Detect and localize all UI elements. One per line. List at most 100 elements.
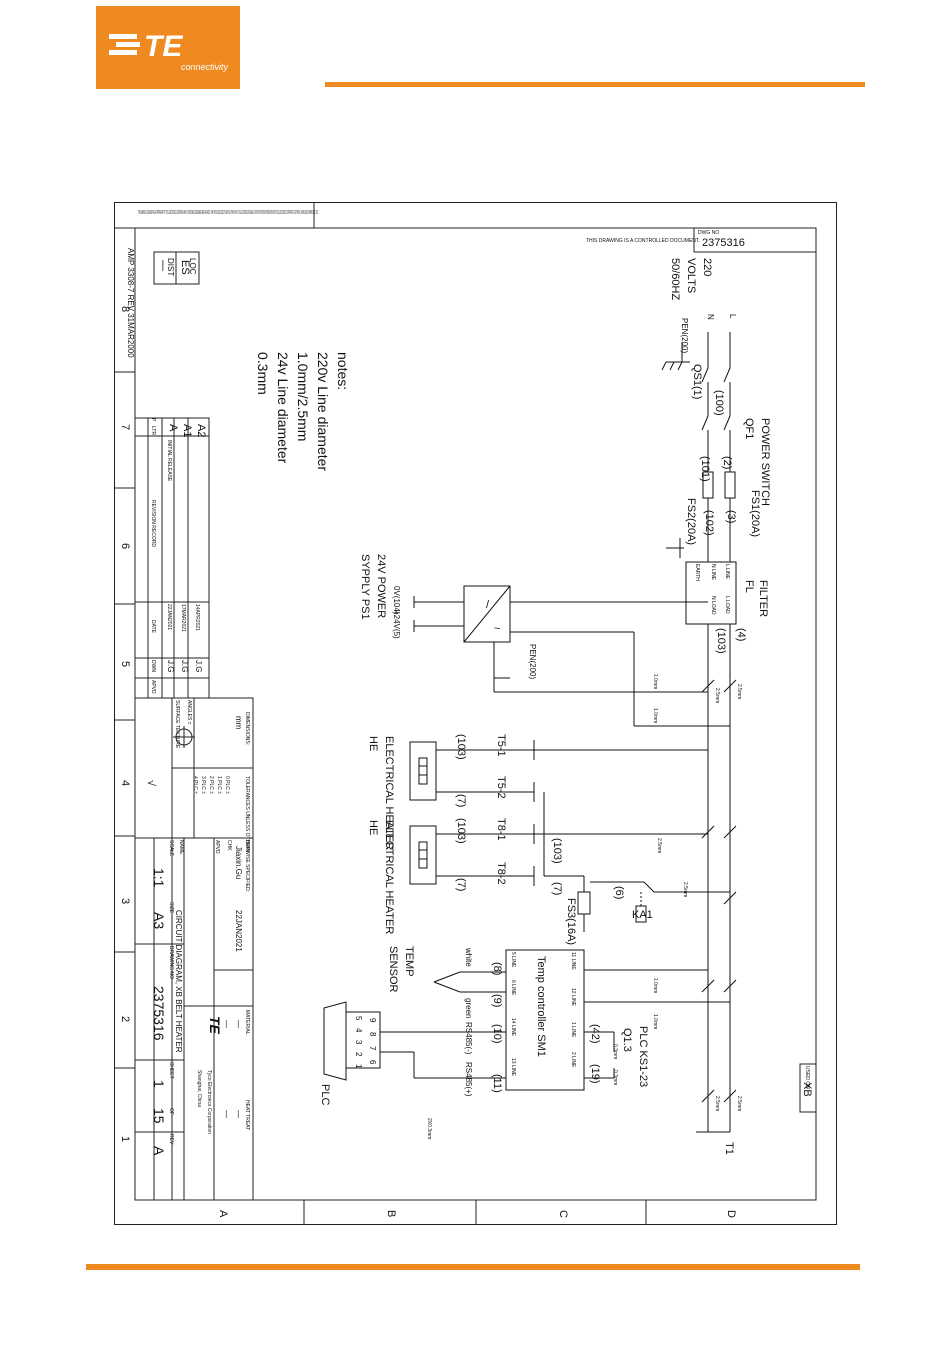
sensor-green: green [464,998,473,1018]
te-logo-mark: TE [109,30,183,63]
tb-rev-label: REV [168,1134,174,1145]
pin-9: 9 [368,1018,377,1023]
revision-record: A2 A1 A P LTR INITIAL RELEASE REVISION R… [134,417,210,699]
wire-1-0-b: 1.0mm [652,708,658,723]
wire-0-3-a: 0.3mm [612,1044,618,1059]
filter-title: FILTER [757,580,769,617]
rev-row-2-ltr: A1 [181,424,193,437]
wire-1-0-c: 1.0mm [652,978,658,993]
tol-2-plc: 2 PLC ± [208,776,214,794]
heater-he-1: ELECTRICAL HEATER HE T5-1 T5-2 (103) (7) [367,734,708,850]
rs485-minus: RS485(-) [464,1022,473,1055]
w8-label: (8) [491,962,503,975]
tb-material: — [234,1020,243,1028]
grid-col-5: 5 [119,661,131,667]
tb-dwn-date: 22JAN2021 [234,910,243,952]
rev-header-dwn: DWN [150,660,156,672]
ps1-name: SYPPLY PS1 [359,554,371,620]
voltage-unit: VOLTS [685,258,697,293]
temp-controller-title: Temp controller SM1 [535,956,547,1057]
title-block: DWN Jiaxin.Gu 22JAN2021 CHK APVD MATERIA… [134,837,254,1201]
tb-logo: TE [207,1016,223,1035]
t8-1-label: T8-1 [495,818,507,841]
term-13: 13 LINE [510,1058,516,1077]
wire-2-5-c: 2.5mm [656,838,662,853]
notes-line-2: 1.0mm/2.5mm [295,352,311,441]
rev-row-2-date: 17MAR2021 [180,604,186,632]
rev-header-date: DATE [150,620,156,634]
term-12: 12 LINE [570,988,576,1007]
fuse-fs2 [702,471,714,499]
heater-bridge-w7: (7) [551,882,563,895]
tb-size-label: SIZE [168,902,174,914]
wire-1-0-a: 1.0mm [652,674,658,689]
frequency: 50/60HZ [669,258,681,300]
plc-name: PLC [319,1084,331,1105]
te-logo: TE connectivity [96,6,240,89]
qs1-label: QS1(1) [691,364,703,399]
t5-2-label: T5-2 [495,776,507,799]
rev-header-p: P [150,418,156,422]
temp-controller-sm1: Temp controller SM1 11 LINE 12 LINE 5 LI… [387,946,730,1139]
rev-header-ltr: LTR [150,426,156,435]
form-number: AMP 3308-7 REV 31MAR2000 [126,248,135,358]
sensor-white: white [464,947,473,967]
fs1-label: FS1(20A) [749,490,761,537]
rev-row-3-date: 22JAN2021 [166,604,172,630]
w19-label: (19) [589,1064,601,1084]
rev-row-1-date: 14APR2021 [194,604,200,631]
tb-sheet-label: SHEET [168,1062,174,1079]
notes-line-1: 220v Line diameter [315,352,331,471]
used-on-box [799,1063,817,1113]
term-5: 5 LINE [510,952,516,968]
rev-header-apvd: APVD [150,680,156,694]
dist-label: DIST [166,258,175,276]
term-11: 11 LINE [570,952,576,970]
wire-2x0-3: 2X0.3mm [426,1118,432,1139]
w102-label: (102) [703,510,715,536]
pin-2: 2 [354,1052,363,1057]
rev-row-2-dwn: J.G [180,660,189,672]
wire-1-0-d: 1.0mm [652,1014,658,1029]
pin-8: 8 [368,1032,377,1037]
tb-dwn: Jiaxin.Gu [234,846,243,879]
filter-l-load: L LOAD [724,596,730,614]
w2-label: (2) [721,456,733,469]
w9-label: (9) [491,994,503,1007]
tol-0-plc: 0 PLC ± [224,776,230,794]
rev-row-3-ltr: A [167,424,179,432]
w10-label: (10) [491,1024,503,1044]
heater-2-w103: (103) [455,818,467,844]
wire-0-3-b: 0.3mm [612,1070,618,1085]
tb-apvd-label: APVD [214,840,220,854]
w6-label: (6) [613,886,625,899]
tolerance-title: TOLERANCES UNLESS OTHERWISE SPECIFIED: [244,776,250,892]
wire-2-5-f: 2.5mm [714,1096,720,1111]
heater-2-name: HE [367,820,379,835]
rev-row-1-dwn: J.G [194,660,203,672]
w4-label: (4) [735,628,747,641]
voltage-value: 220 [701,258,713,276]
line-l: L [728,314,737,319]
line-n: N [706,314,715,320]
tol-1-plc: 1 PLC ± [216,776,222,794]
tb-drawing-no-label: DRAWING NO [168,946,174,979]
power-input: 220 VOLTS 50/60HZ L N PEN(200) QS1(1) (1… [661,258,771,562]
tolerance-block: DIMENSIONS: mm TOLERANCES UNLESS OTHERWI… [134,697,254,892]
tol-4-plc: 4 PLC ± [192,776,198,794]
term-14: 14 LINE [510,1018,516,1037]
fuse-fs1 [724,471,736,499]
filter-box [685,561,737,625]
tb-dwn-label: DWN [244,840,250,852]
logo-subtitle: connectivity [180,62,228,72]
ps1-dc-mark: / [486,599,490,611]
tb-scale-label: SCALE [168,840,174,857]
grid-col-7: 7 [119,424,131,430]
ps1-box [463,585,511,643]
temp-controller-box [505,949,585,1091]
notes-line-3: 24v Line diameter [275,352,291,464]
rev-row-1-ltr: A2 [195,424,207,437]
tb-rev: A [151,1146,167,1156]
controlled-notice: THIS DRAWING IS A CONTROLLED DOCUMENT. [586,238,700,244]
filter-n-line: N LINE [710,564,716,581]
